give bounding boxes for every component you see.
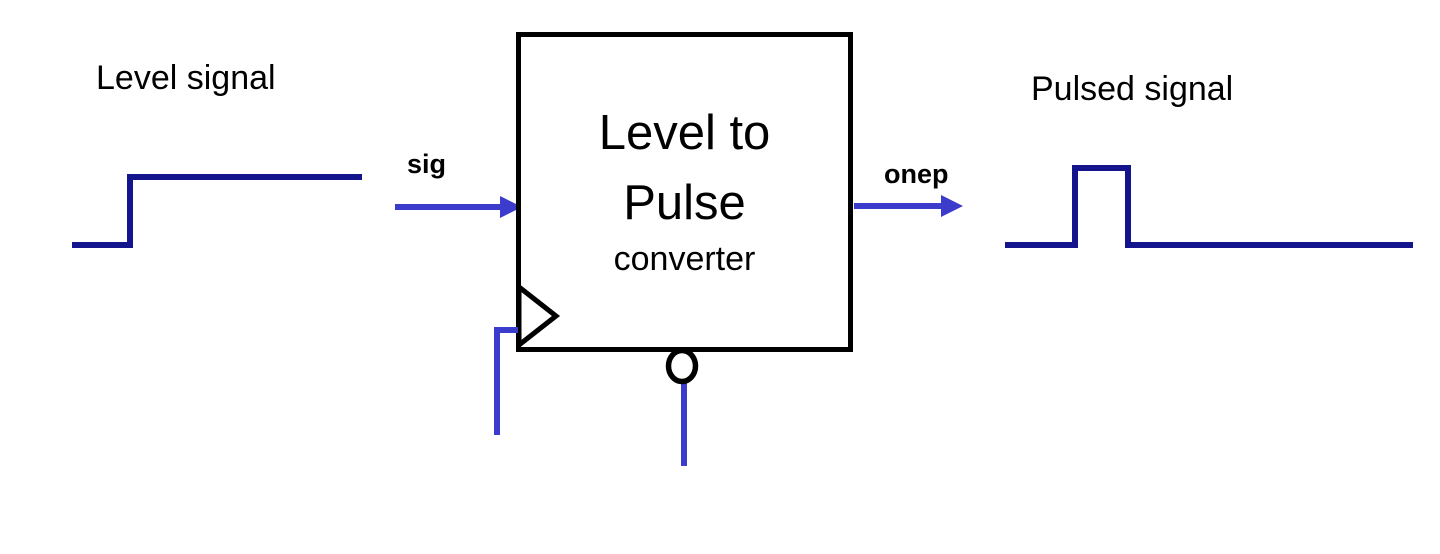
converter-title-line1: Level to [598,106,771,160]
clock-triangle-icon [516,281,561,351]
converter-box-outline [516,32,853,352]
level-signal-waveform [72,174,362,248]
clock-wire [494,327,518,435]
onep-port-label: onep [884,159,949,189]
converter-subtitle: converter [613,240,756,278]
converter-title-line2: Pulse [623,176,746,230]
sig-arrow [395,196,522,218]
pulsed-signal-label: Pulsed signal [1031,70,1234,108]
converter-box-text: Level to Pulse converter [516,32,853,352]
sig-arrowhead-icon [500,196,522,218]
level-signal-label: Level signal [96,59,276,97]
onep-arrowhead-icon [941,195,963,217]
sig-port-label: sig [407,149,447,179]
pulse-signal-waveform [1005,165,1413,248]
onep-arrow [854,195,963,217]
inversion-bubble-icon [665,347,699,385]
